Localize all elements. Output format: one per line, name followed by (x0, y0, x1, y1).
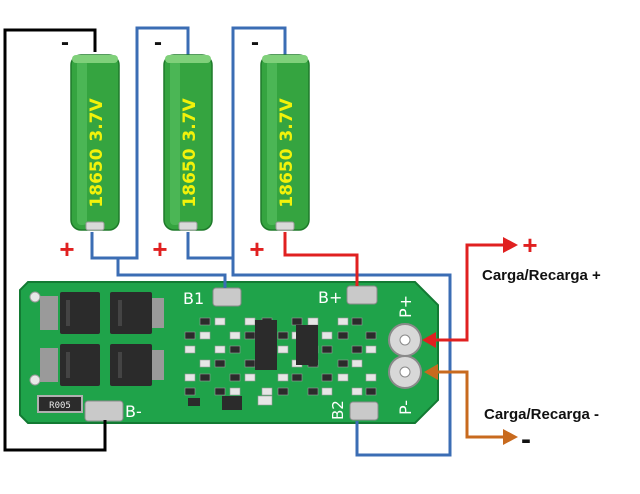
wire-junction-to-b2 (231, 258, 452, 457)
cell-voltage-label: 3.7V (87, 98, 107, 142)
pad-b2 (349, 401, 379, 421)
pad-b2-label: B2 (329, 400, 347, 420)
arrow-pplus-in (422, 332, 436, 348)
sense-resistor: R005 (37, 395, 83, 413)
battery-cell: 3.7V 18650 - + (249, 29, 310, 264)
battery-cell: 3.7V 18650 - + (59, 29, 120, 264)
wire-cell2-pos-to-cell3-neg (186, 26, 287, 260)
cell-negative-sign: - (61, 29, 69, 56)
battery-cell: 3.7V 18650 - + (152, 29, 213, 264)
cell-voltage-label: 3.7V (277, 98, 297, 142)
wire-cell1-neg-to-bminus (3, 28, 107, 452)
wire-junction-to-b1 (116, 258, 227, 288)
cell-positive-cap (275, 221, 295, 231)
cell-model-label: 18650 (87, 148, 107, 207)
arrow-pminus-out (503, 429, 518, 445)
cell-positive-sign: + (249, 234, 264, 264)
cell-positive-sign: + (152, 234, 167, 264)
cell-negative-sign: - (154, 29, 162, 56)
pad-bplus-label: B+ (318, 288, 342, 307)
cell-voltage-label: 3.7V (180, 98, 200, 142)
pad-b1 (212, 287, 242, 307)
arrow-pminus-in (424, 364, 438, 380)
cell-positive-cap (85, 221, 105, 231)
cell-positive-cap (178, 221, 198, 231)
charge-minus-label: Carga/Recarga - (484, 406, 599, 423)
cell-model-label: 18650 (277, 148, 297, 207)
battery-cells: 3.7V 18650 - +3.7V 18650 - +3.7V 18650 - + (59, 29, 310, 264)
pad-bminus-label: B- (125, 402, 142, 421)
wire-pplus-to-charge (430, 243, 505, 342)
arrow-pplus-out (503, 237, 518, 253)
mosfet-group (40, 292, 164, 386)
pad-pplus-label: P+ (396, 295, 415, 318)
charge-minus-sign: - (521, 423, 531, 456)
pad-b1-label: B1 (183, 289, 204, 308)
wire-cell3-pos-to-bplus (283, 232, 359, 286)
pad-bplus (346, 285, 378, 305)
resistor-code: R005 (49, 401, 71, 411)
charge-plus-label: Carga/Recarga + (482, 267, 601, 284)
cell-model-label: 18650 (180, 148, 200, 207)
pad-bminus (84, 400, 124, 422)
bms-board: R005 B1 B+ B- B2 P+ P- (19, 281, 439, 424)
wires (3, 26, 518, 457)
smd-components (184, 317, 377, 410)
charge-plus-sign: + (522, 230, 537, 260)
wire-cell1-pos-to-cell2-neg (90, 26, 190, 260)
wire-pminus-to-charge (432, 370, 505, 439)
pad-pminus-label: P- (396, 400, 415, 415)
cell-negative-sign: - (251, 29, 259, 56)
cell-positive-sign: + (59, 234, 74, 264)
